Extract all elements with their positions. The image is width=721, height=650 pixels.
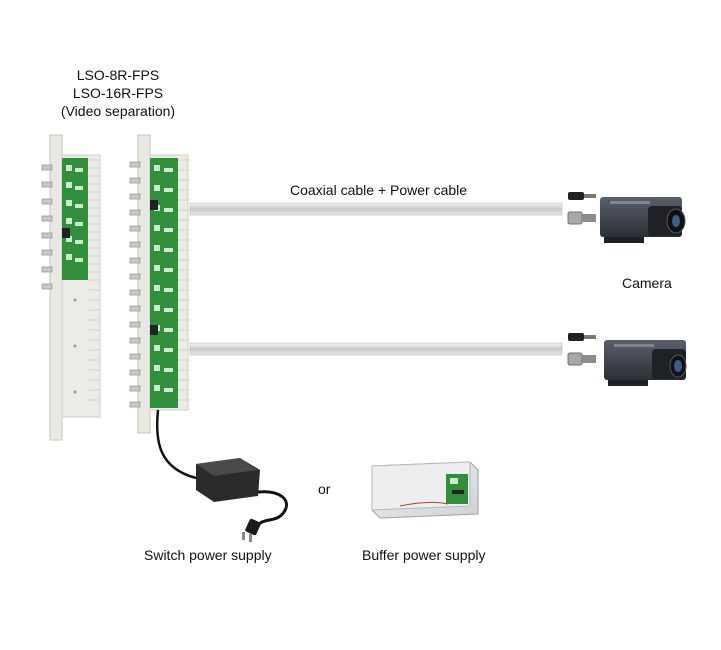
- dc-plug-icon: [568, 333, 596, 341]
- device-model-line2: LSO-16R-FPS: [72, 85, 164, 101]
- camera-2: [567, 333, 687, 386]
- rack-panel-8ch-icon: [41, 134, 101, 441]
- camera-icon: [600, 197, 686, 243]
- coaxial-power-cable-2: [189, 342, 563, 356]
- cable-label: Coaxial cable + Power cable: [290, 182, 468, 198]
- camera-label: Camera: [622, 275, 672, 291]
- ac-adapter-icon: [196, 458, 288, 542]
- device-model-title: LSO-8R-FPS LSO-16R-FPS (Video separation…: [58, 66, 178, 120]
- or-label: or: [318, 481, 331, 497]
- coaxial-power-cable-1: [189, 202, 563, 216]
- camera-icon: [604, 340, 687, 386]
- power-cord: [155, 409, 197, 480]
- buffer-psu-box-icon: [371, 461, 479, 519]
- device-model-line1: LSO-8R-FPS: [76, 67, 160, 83]
- rack-panel-16ch-icon: [129, 134, 190, 434]
- camera-1: [567, 192, 686, 243]
- dc-plug-icon: [568, 192, 596, 200]
- device-model-line3: (Video separation): [60, 103, 176, 119]
- bnc-connector-icon: [567, 352, 596, 366]
- switch-psu-label: Switch power supply: [144, 547, 272, 563]
- bnc-connector-icon: [567, 211, 596, 225]
- buffer-psu-label: Buffer power supply: [362, 547, 486, 563]
